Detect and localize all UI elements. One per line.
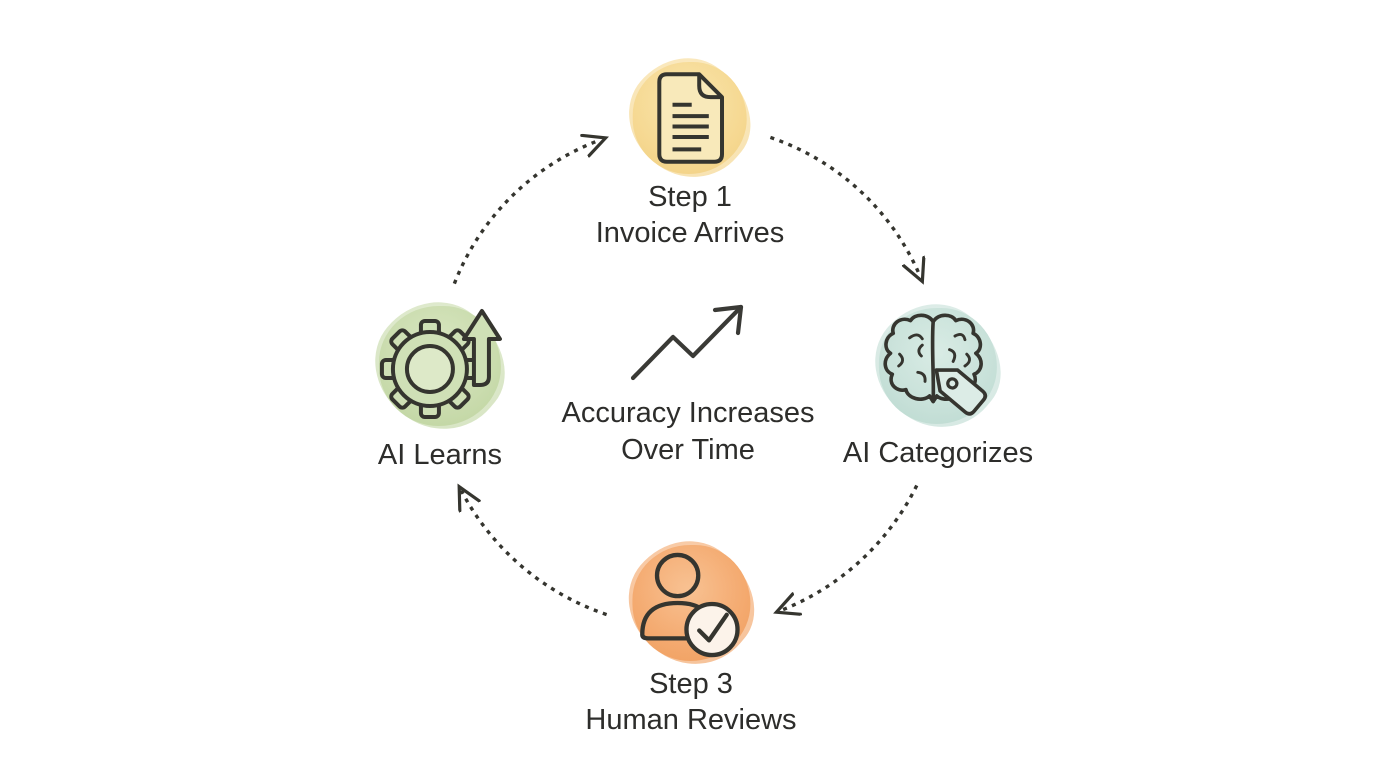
arrow-ai-learns-to-step1 (452, 140, 600, 285)
node-label: AI Categorizes (842, 437, 1034, 469)
arrow-ai-categorizes-to-human-reviews (782, 484, 919, 610)
node-ai-learns: AI Learns (378, 306, 502, 473)
node-label: AI Learns (377, 439, 503, 471)
node-invoice-arrives: Step 1 Invoice Arrives (595, 62, 785, 251)
brain-tag-icon (883, 313, 988, 416)
node-step: Step 1 (648, 181, 732, 213)
center-caption-line2: Over Time (621, 434, 755, 466)
human-reviews-circle (631, 545, 750, 661)
ai-learns-circle (378, 306, 502, 426)
invoice-circle (632, 62, 747, 174)
center-caption: Accuracy Increases Over Time (561, 395, 814, 469)
node-label: Invoice Arrives (595, 217, 785, 249)
document-icon (657, 72, 725, 164)
trend-up-arrow-icon (630, 304, 744, 381)
arrow-human-reviews-to-ai-learns (462, 492, 608, 617)
center-caption-line1: Accuracy Increases (561, 397, 815, 429)
gear-growth-icon (379, 309, 502, 419)
node-step: Step 3 (649, 668, 733, 700)
node-label: Human Reviews (585, 704, 797, 736)
node-ai-categorizes: AI Categorizes (843, 308, 1033, 471)
node-human-reviews: Step 3 Human Reviews (585, 545, 797, 738)
person-check-icon (639, 552, 740, 658)
arrow-step1-to-ai-categorizes (769, 135, 920, 276)
ai-categorizes-circle (878, 308, 997, 424)
